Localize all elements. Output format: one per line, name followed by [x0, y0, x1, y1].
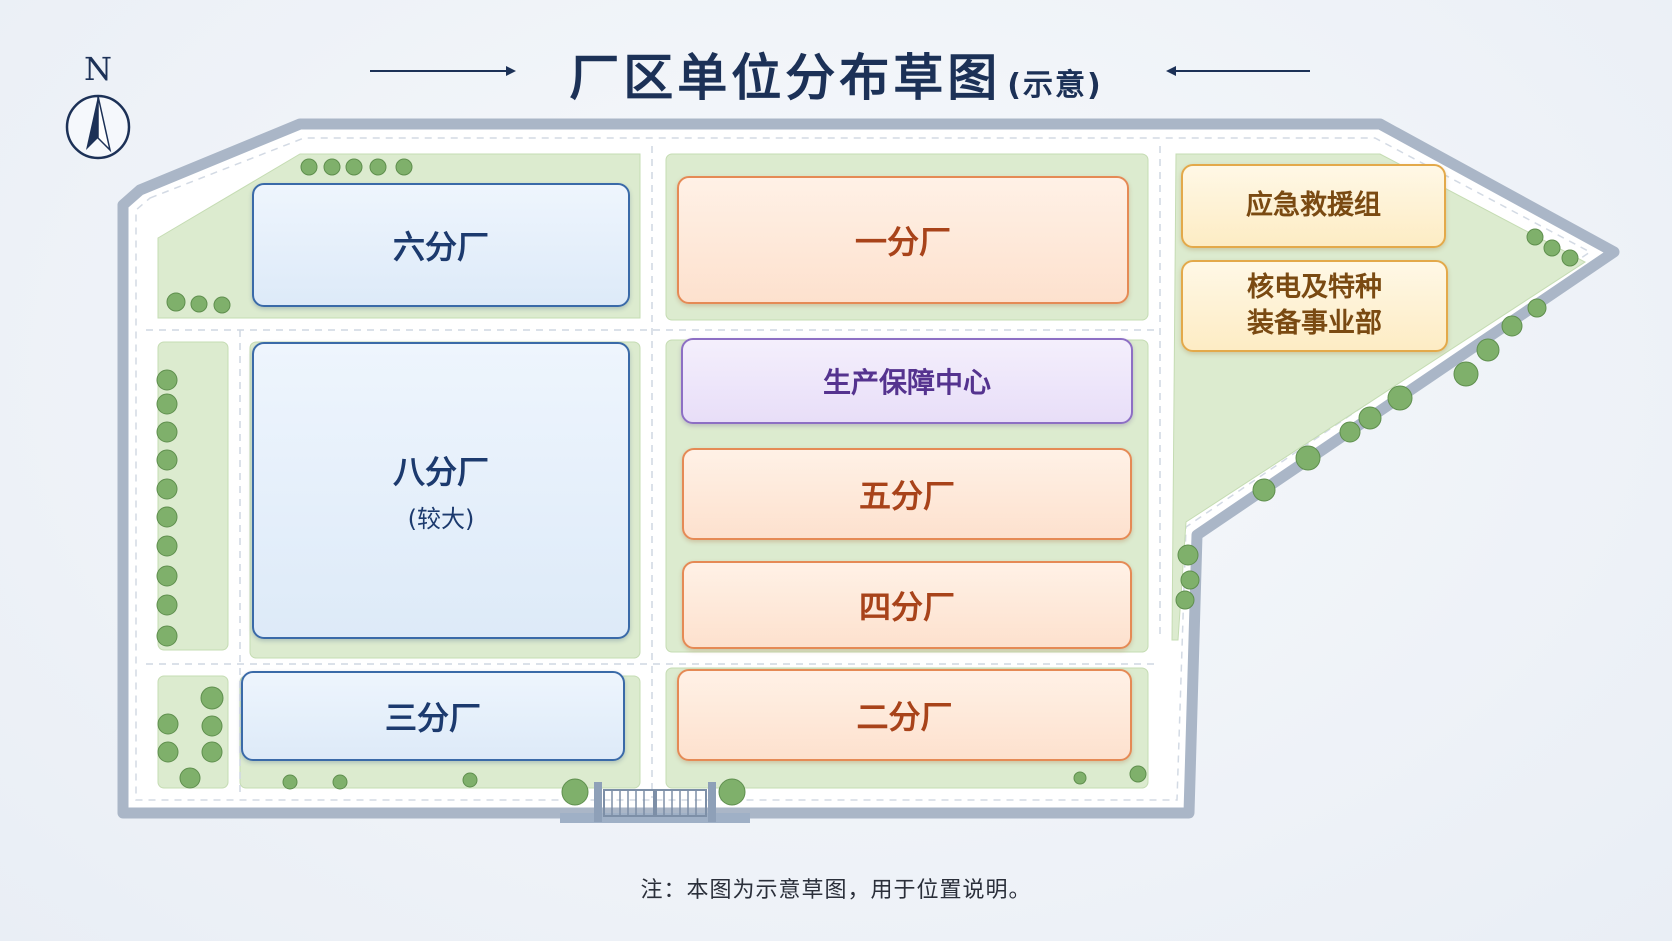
map-footnote: 注：本图为示意草图，用于位置说明。 [640, 878, 1032, 903]
unit-liu-fenchang[interactable]: 六分厂 [252, 183, 630, 307]
compass-icon [65, 94, 131, 160]
unit-yi-fenchang[interactable]: 一分厂 [677, 176, 1129, 304]
unit-san-fenchang-label: 三分厂 [384, 699, 481, 737]
map-title-sub: (示意) [1007, 68, 1103, 103]
unit-wu-fenchang-label: 五分厂 [858, 477, 955, 515]
main-gate-icon [560, 782, 750, 823]
title-left-arrow [506, 66, 516, 76]
unit-er-fenchang[interactable]: 二分厂 [677, 669, 1132, 761]
unit-hedian-tezhong-shiyebu[interactable]: 核电及特种 装备事业部 [1181, 260, 1448, 352]
unit-wu-fenchang[interactable]: 五分厂 [682, 448, 1132, 540]
unit-san-fenchang[interactable]: 三分厂 [241, 671, 625, 761]
unit-liu-fenchang-label: 六分厂 [392, 228, 489, 266]
unit-hedian-tezhong-shiyebu-line1: 核电及特种 [1247, 272, 1382, 303]
map-title-main: 厂区单位分布草图 [569, 49, 1002, 107]
tree-icons [156, 158, 1579, 806]
unit-er-fenchang-label: 二分厂 [856, 698, 953, 736]
unit-shengchan-baozhang-zhongxin[interactable]: 生产保障中心 [681, 338, 1133, 424]
internal-roads [146, 146, 1161, 798]
unit-hedian-tezhong-shiyebu-line2: 装备事业部 [1247, 308, 1382, 339]
unit-shengchan-baozhang-zhongxin-label: 生产保障中心 [822, 366, 991, 399]
unit-si-fenchang-label: 四分厂 [858, 588, 955, 626]
unit-ba-fenchang-note: (较大) [407, 505, 475, 533]
unit-yingji-jiuyuan-zu-label: 应急救援组 [1246, 190, 1381, 221]
unit-ba-fenchang-label: 八分厂 [392, 453, 489, 491]
compass-north-label: N [84, 50, 112, 88]
map-title: 厂区单位分布草图(示意) [0, 38, 1672, 110]
unit-yi-fenchang-label: 一分厂 [854, 223, 951, 261]
unit-ba-fenchang[interactable]: 八分厂 (较大) [252, 342, 630, 639]
title-right-arrow [1166, 66, 1176, 76]
unit-yingji-jiuyuan-zu[interactable]: 应急救援组 [1181, 164, 1446, 248]
unit-si-fenchang[interactable]: 四分厂 [682, 561, 1132, 649]
